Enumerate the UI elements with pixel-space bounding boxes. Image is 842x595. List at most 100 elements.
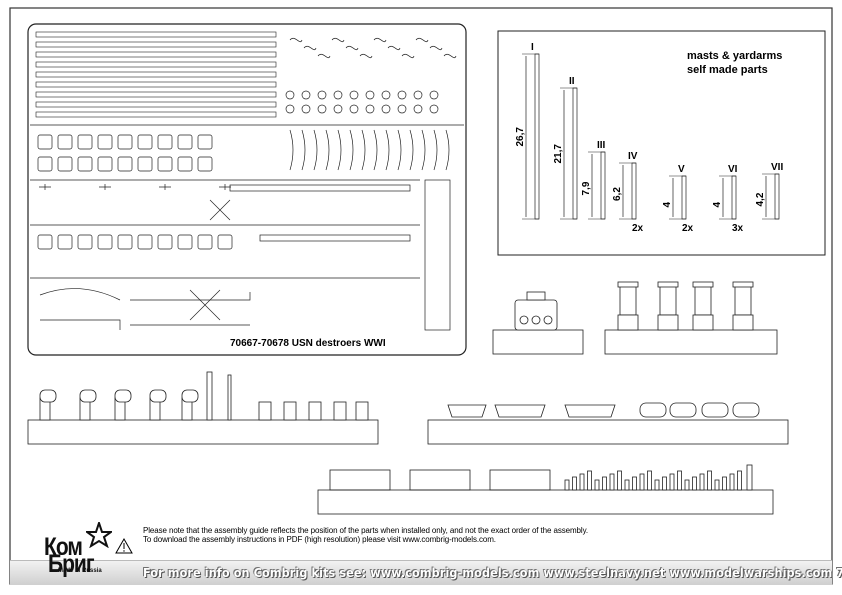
small-fitting <box>692 476 697 491</box>
small-fitting <box>669 473 675 491</box>
fret-rail <box>35 101 277 108</box>
cowl-vent <box>39 389 57 421</box>
photo-etch-fret: 70667-70678 USN destroers WWI <box>27 23 467 356</box>
fret-bracket <box>77 156 93 172</box>
cowl-vent <box>181 389 199 421</box>
small-fitting <box>647 470 652 491</box>
small-fitting <box>632 476 637 491</box>
mast-part-ii: II 21,7 <box>553 76 578 220</box>
mast-length: 4 <box>662 202 673 208</box>
fret-detail <box>381 104 391 114</box>
ventilator <box>308 401 322 421</box>
fret-bracket <box>157 156 173 172</box>
fret-detail <box>349 90 359 100</box>
fret-bracket <box>157 234 173 250</box>
funnel <box>657 281 679 331</box>
fret-detail <box>373 37 387 43</box>
fret-detail <box>349 104 359 114</box>
fret-detail <box>317 104 327 114</box>
small-fitting <box>609 473 615 491</box>
fret-rail <box>35 81 277 88</box>
small-fitting <box>684 479 690 491</box>
fret-detail <box>401 53 415 59</box>
fret-bracket <box>57 134 73 150</box>
warning-triangle-icon <box>115 537 133 554</box>
fret-detail <box>443 53 457 59</box>
mast-length: 7,9 <box>581 181 592 195</box>
small-fitting <box>602 476 607 491</box>
fret-detail <box>424 179 451 331</box>
fret-bracket <box>57 234 73 250</box>
mast-quantity: 2x <box>632 223 644 234</box>
fret-detail <box>345 45 359 51</box>
mast-numeral: VII <box>771 162 783 173</box>
mast-part-iv: IV6,22x <box>612 151 644 234</box>
fret-detail <box>365 104 375 114</box>
mast-length: 26,7 <box>515 127 526 147</box>
mast-length: 21,7 <box>553 144 564 164</box>
fret-label: 70667-70678 USN destroers WWI <box>230 338 386 349</box>
fret-bracket <box>97 234 113 250</box>
ventilator <box>355 401 369 421</box>
fret-detail <box>409 129 414 171</box>
assembly-drawings <box>27 281 789 515</box>
funnel <box>692 281 714 331</box>
fret-detail <box>421 129 426 171</box>
mast-rod <box>534 53 540 220</box>
cowl-vent <box>114 389 132 421</box>
logo-subtitle: Made in Russia <box>58 568 102 574</box>
combrig-logo: Ком Бриг Made in Russia <box>42 522 132 582</box>
masts-title-2: self made parts <box>687 64 768 76</box>
fret-rail <box>35 31 277 38</box>
fret-detail <box>289 129 294 171</box>
fret-detail <box>337 129 342 171</box>
mast-part-iii: III 7,9 <box>581 140 606 220</box>
fret-bracket <box>117 156 133 172</box>
mast-numeral: II <box>569 76 575 87</box>
fret-detail <box>259 234 411 242</box>
fret-rail <box>35 51 277 58</box>
fret-detail <box>289 37 303 43</box>
download-note: To download the assembly instructions in… <box>143 535 496 544</box>
footer-links[interactable]: For more info on Combrig kits see: www.c… <box>143 565 842 580</box>
mast-numeral: V <box>678 164 685 175</box>
mast-numeral: III <box>597 140 606 151</box>
fret-bracket <box>177 134 193 150</box>
mast-rod <box>600 151 606 220</box>
fret-detail <box>313 129 318 171</box>
small-fitting <box>699 473 705 491</box>
mast-rod <box>631 162 637 220</box>
part-small-fittings-row <box>317 464 774 515</box>
part-searchlight-base <box>492 291 584 355</box>
small-fitting <box>729 473 735 491</box>
part-boats-row <box>427 402 789 445</box>
fret-detail <box>301 90 311 100</box>
fret-bracket <box>177 156 193 172</box>
fret-bracket <box>37 156 53 172</box>
davit-platform <box>329 469 391 491</box>
fret-cross <box>159 184 171 190</box>
fret-detail <box>429 45 443 51</box>
small-fitting <box>572 476 577 491</box>
fret-cross <box>99 184 111 190</box>
ventilator <box>333 401 347 421</box>
davit-platform <box>409 469 471 491</box>
fret-bracket <box>97 134 113 150</box>
logo-word-2: Бриг <box>48 550 95 579</box>
fret-detail <box>303 45 317 51</box>
fret-detail <box>333 104 343 114</box>
part-vents-row <box>27 371 379 445</box>
cowl-vent <box>79 389 97 421</box>
mast-quantity: 3x <box>732 223 744 234</box>
ventilator <box>258 401 272 421</box>
footer-bar: For more info on Combrig kits see: www.c… <box>10 560 842 585</box>
fret-detail <box>229 184 411 192</box>
fret-bracket <box>217 234 233 250</box>
small-fitting <box>714 479 720 491</box>
mast-length: 4 <box>712 202 723 208</box>
fret-bracket <box>137 156 153 172</box>
fret-bracket <box>37 234 53 250</box>
